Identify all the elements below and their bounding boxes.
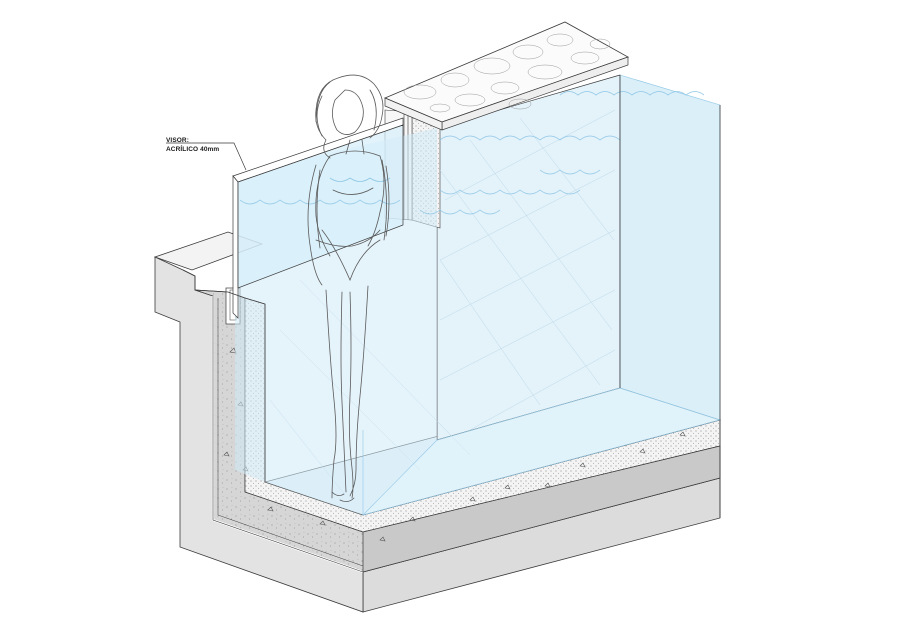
paving-texture bbox=[403, 33, 611, 113]
annotation-leader bbox=[166, 142, 247, 171]
edge-lines bbox=[182, 75, 721, 518]
woman-figure-sketch bbox=[307, 74, 390, 502]
visor-annotation-material: ACRÍLICO 40mm bbox=[166, 146, 220, 153]
acrylic-visor bbox=[232, 117, 404, 319]
water-waves bbox=[239, 91, 705, 215]
visor-annotation: VISOR: ACRÍLICO 40mm bbox=[166, 136, 219, 154]
visor-annotation-title: VISOR: bbox=[166, 137, 189, 144]
wall-layers bbox=[194, 287, 721, 574]
